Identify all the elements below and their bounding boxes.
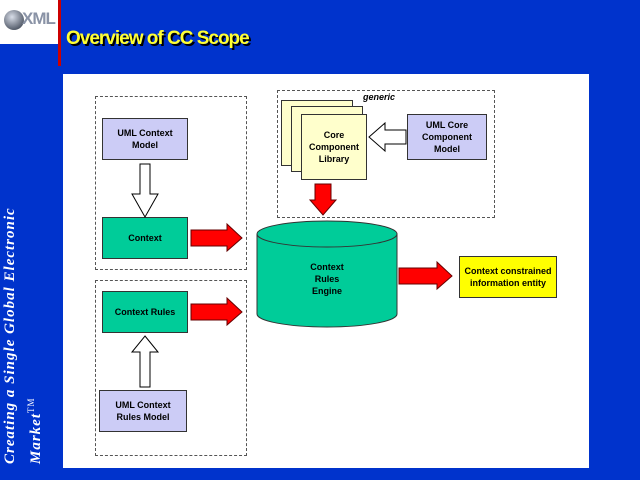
trademark-symbol: TM xyxy=(26,397,36,414)
context-constrained-entity-box: Context constrained information entity xyxy=(459,256,557,298)
context-rules-group xyxy=(95,280,247,456)
context-box: Context xyxy=(102,217,188,259)
uml-context-model-box: UML Context Model xyxy=(102,118,188,160)
slogan-line1: Creating a Single Global Electronic xyxy=(2,207,18,464)
generic-label: generic xyxy=(363,92,396,102)
core-component-library-box: Core Component Library xyxy=(301,114,367,180)
slogan-line2: MarketTM xyxy=(21,140,47,465)
slogan-market: Market xyxy=(28,413,44,464)
sidebar: XML Creating a Single Global Electronic … xyxy=(0,0,58,480)
title-divider xyxy=(58,0,61,66)
red-right-arrow-icon xyxy=(398,260,453,291)
red-down-arrow-icon xyxy=(308,183,338,216)
context-group xyxy=(95,96,247,270)
generic-group xyxy=(277,90,495,218)
red-right-arrow-icon xyxy=(190,296,243,327)
red-right-arrow-icon xyxy=(190,222,243,253)
context-rules-engine-cylinder xyxy=(256,220,398,328)
uml-core-component-model-box: UML Core Component Model xyxy=(407,114,487,160)
page-title: Overview of CC Scope xyxy=(66,28,250,49)
left-arrow-icon xyxy=(368,121,407,153)
ebxml-logo: XML xyxy=(0,0,58,44)
context-rules-box: Context Rules xyxy=(102,291,188,333)
down-arrow-icon xyxy=(131,163,159,219)
globe-icon xyxy=(4,10,24,30)
context-rules-engine-label: Context Rules Engine xyxy=(310,262,344,296)
slogan: Creating a Single Global Electronic Mark… xyxy=(0,140,52,470)
diagram-canvas: generic UML Context Model Context Contex… xyxy=(63,74,589,468)
logo-text: XML xyxy=(22,9,56,28)
uml-context-rules-model-box: UML Context Rules Model xyxy=(99,390,187,432)
up-arrow-icon xyxy=(130,335,160,388)
